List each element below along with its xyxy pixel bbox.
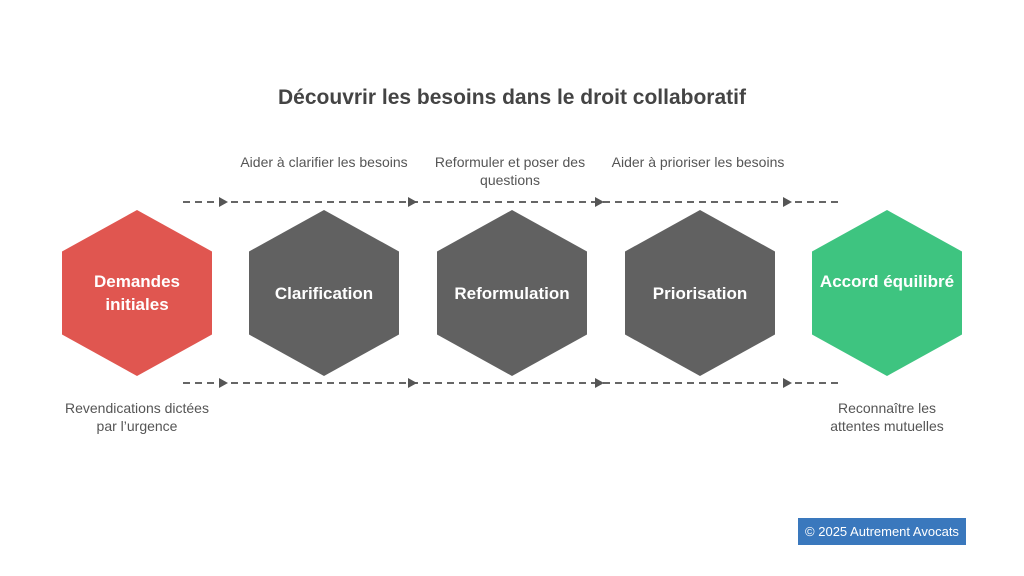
diagram-title: Découvrir les besoins dans le droit coll… [278,86,746,109]
copyright-badge: © 2025 Autrement Avocats [798,518,966,545]
step-hexagon [62,210,212,376]
arrowhead-icon [219,378,228,388]
arrowhead-icon [408,197,417,207]
arrowhead-icon [219,197,228,207]
arrowhead-icon [595,197,604,207]
caption-recognize: Reconnaître les attentes mutuelles [830,400,944,434]
step-hexagon [812,210,962,376]
step-hexagon [249,210,399,376]
step-hexagon [625,210,775,376]
caption-prioritize: Aider à prioriser les besoins [611,154,785,170]
step-label-reformulation: Reformulation [454,284,570,303]
arrowhead-icon [783,197,792,207]
step-label-accord: Accord équilibré [819,272,955,291]
arrowhead-icon [595,378,604,388]
step-label-demandes: Demandes initiales [94,272,180,314]
step-hexagon [437,210,587,376]
step-label-priorisation: Priorisation [652,284,748,303]
step-label-clarification: Clarification [274,284,374,303]
caption-clarify: Aider à clarifier les besoins [240,154,408,170]
caption-claims: Revendications dictées par l’urgence [65,400,209,434]
arrowhead-icon [783,378,792,388]
caption-reformulate: Reformuler et poser des questions [434,154,586,188]
arrowhead-icon [408,378,417,388]
